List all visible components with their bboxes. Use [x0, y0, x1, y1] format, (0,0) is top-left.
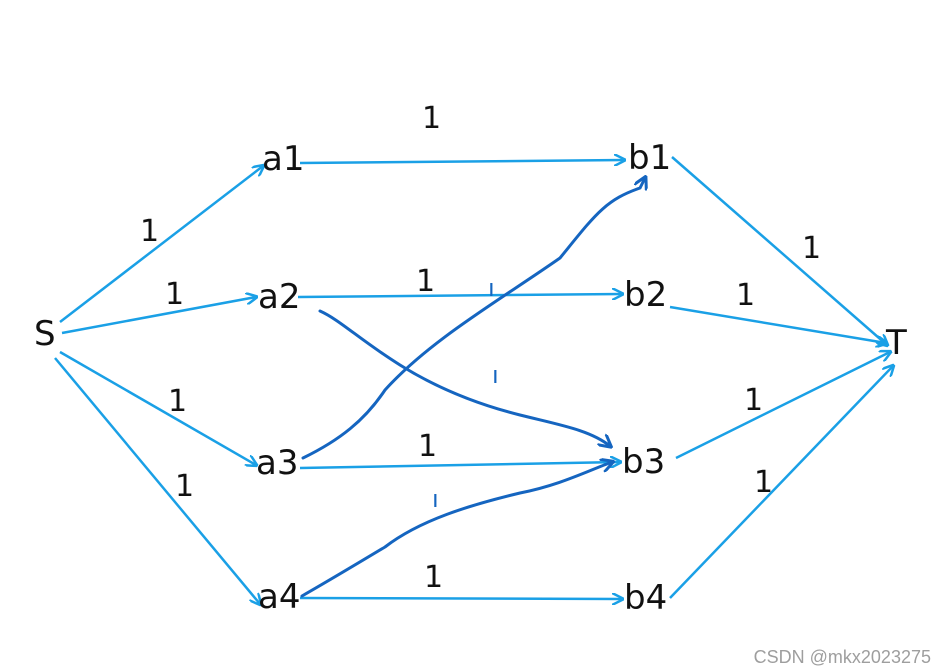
watermark-text: CSDN @mkx2023275 — [753, 647, 931, 667]
hand-weight-a4-b3: ı — [432, 485, 439, 513]
weight-s-a4: 1 — [175, 469, 194, 504]
node-b4: b4 — [624, 578, 667, 618]
handwritten-edge-a3-b1 — [301, 178, 645, 460]
handwritten-edge-a2-b3 — [318, 309, 610, 446]
edge-b2-t — [669, 305, 886, 343]
weight-s-a3: 1 — [168, 384, 187, 419]
edge-b4-t — [669, 366, 893, 599]
edge-s-a4 — [54, 357, 260, 604]
weight-s-a1: 1 — [140, 214, 159, 249]
weight-a3-b3: 1 — [418, 429, 437, 464]
node-a4: a4 — [258, 577, 300, 617]
node-source: S — [34, 314, 56, 354]
weight-a4-b4: 1 — [424, 560, 443, 595]
weight-b1-t: 1 — [802, 231, 821, 266]
node-a3: a3 — [256, 443, 298, 483]
edge-b1-t — [671, 156, 887, 345]
edge-a1-b1 — [299, 160, 624, 163]
weight-a2-b2: 1 — [416, 264, 435, 299]
edge-a4-b4 — [299, 598, 622, 599]
node-a1: a1 — [262, 139, 304, 179]
hand-weight-a2-b2: ı — [488, 274, 495, 302]
hand-weight-a2-b3: ı — [492, 361, 499, 389]
weight-b2-t: 1 — [736, 278, 755, 313]
edge-b3-t — [675, 352, 890, 460]
edge-s-a3 — [59, 350, 256, 465]
edge-s-a2 — [61, 297, 256, 335]
weight-b3-t: 1 — [744, 383, 763, 418]
node-b1: b1 — [628, 138, 671, 178]
edge-a3-b3 — [299, 462, 620, 470]
node-sink: T — [885, 323, 907, 363]
weight-s-a2: 1 — [165, 277, 184, 312]
weight-b4-t: 1 — [754, 465, 773, 500]
weight-a1-b1: 1 — [422, 101, 441, 136]
node-b2: b2 — [624, 275, 667, 315]
node-a2: a2 — [258, 277, 300, 317]
handwritten-edge-a4-b3 — [300, 462, 612, 598]
node-b3: b3 — [622, 442, 665, 482]
edge-s-a1 — [59, 166, 263, 323]
edge-a2-b2 — [297, 294, 622, 297]
